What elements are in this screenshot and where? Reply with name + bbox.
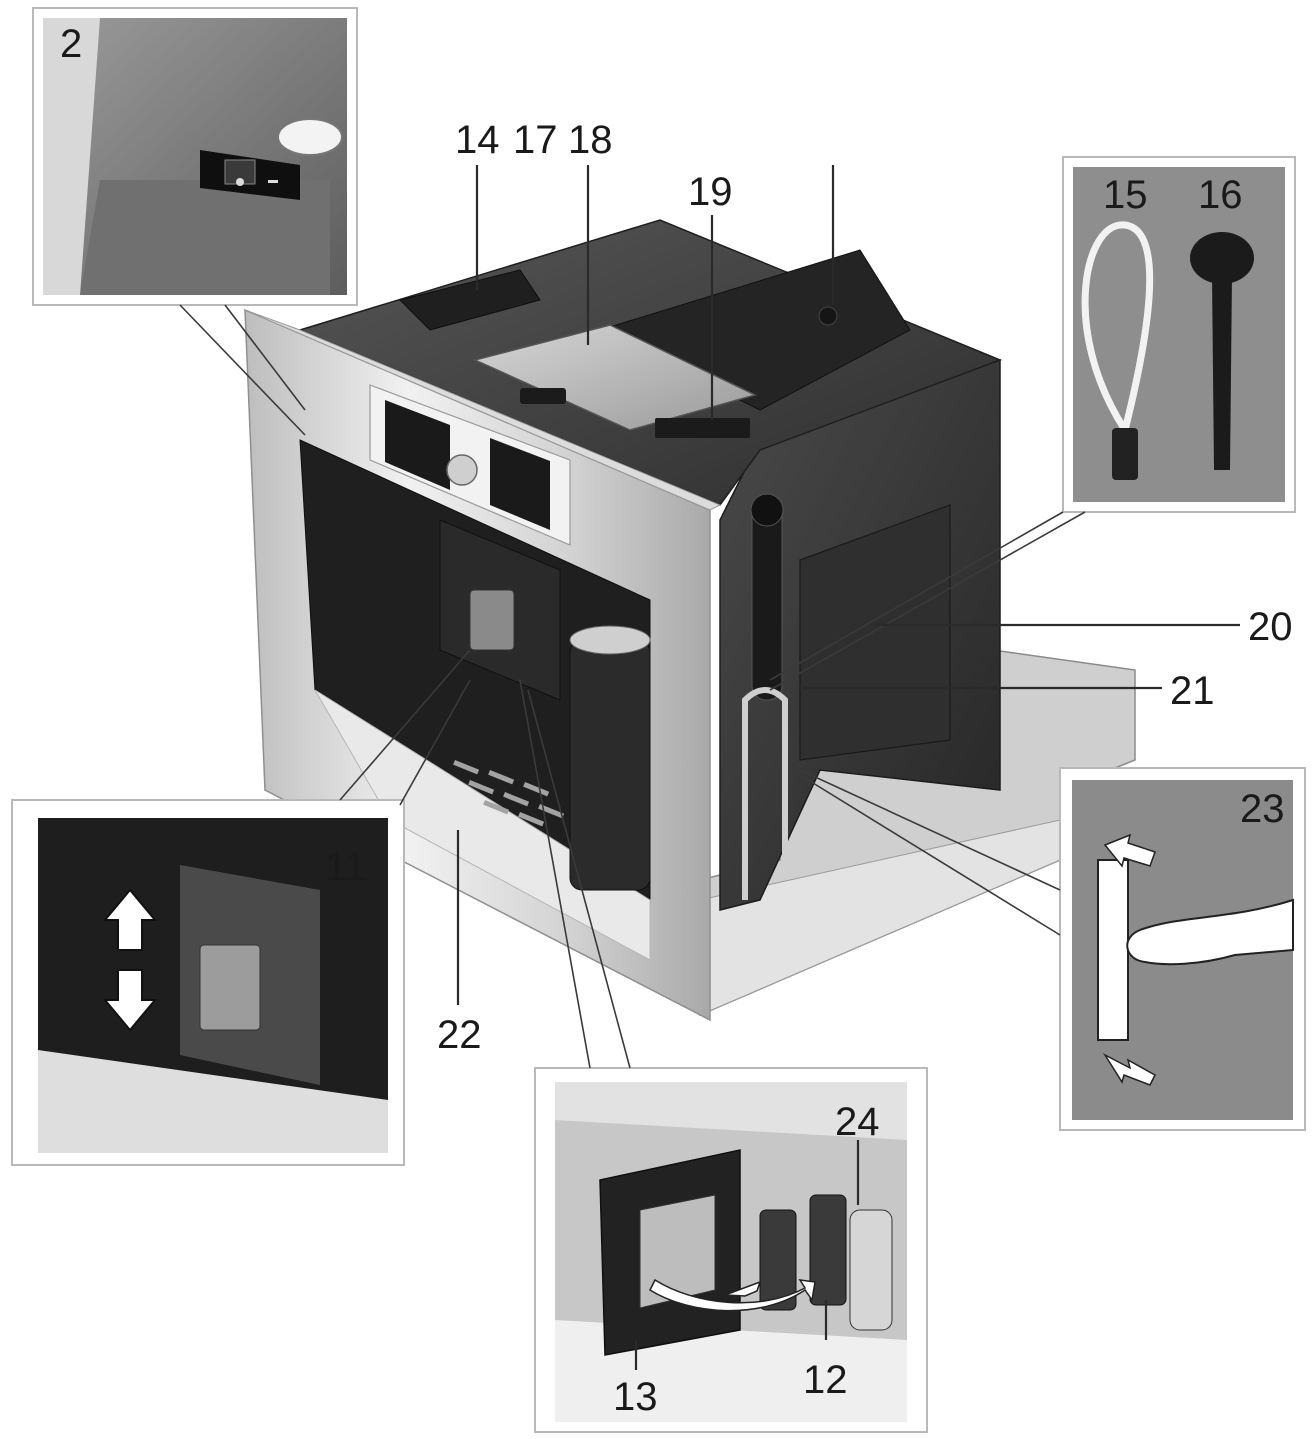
- frame-top-strip: [244, 309, 722, 511]
- callout-20: 20: [1248, 605, 1293, 649]
- inset-11-outlet: [199, 944, 261, 1031]
- stored-milk-tube: [742, 687, 788, 900]
- coffee-outlet-11[interactable]: [469, 589, 515, 651]
- milk-container: [569, 639, 651, 891]
- milk-tube-connector: [1112, 428, 1138, 480]
- side-recessed-panel: [799, 504, 951, 761]
- cavity-floor: [314, 689, 651, 961]
- connector-lines: [179, 165, 1240, 1370]
- milk-tube-15: [1081, 221, 1154, 432]
- callout-21: 21: [1170, 669, 1215, 713]
- callout-17: 17: [513, 118, 558, 162]
- inset-accessories: [1062, 156, 1296, 513]
- drip-tray-grid: [453, 759, 565, 827]
- inset-outlet-height: [11, 799, 405, 1166]
- callout-13: 13: [613, 1375, 658, 1419]
- inset-2-port: [277, 118, 343, 156]
- stored-scoop-head: [750, 493, 784, 527]
- drawer-handle-19: [655, 418, 750, 438]
- callout-16: 16: [1198, 173, 1243, 217]
- inset-outlet-detail: [534, 1067, 928, 1433]
- callout-14: 14: [455, 118, 500, 162]
- bean-container-slot: [399, 269, 541, 331]
- callout-labels: 2 14 17 18 19 15 16 20 21 11 22 23 24 13…: [60, 22, 1293, 1419]
- hand-icon: [1126, 898, 1294, 966]
- callout-2: 2: [60, 22, 82, 66]
- water-tank-lid: [472, 324, 758, 431]
- scoop-16-bowl: [1190, 232, 1254, 284]
- rotary-knob[interactable]: [446, 454, 478, 486]
- nozzle-12-right[interactable]: [809, 1194, 847, 1306]
- display-right[interactable]: [490, 438, 550, 530]
- top-button: [818, 306, 838, 326]
- slide-arrow-icon: [1102, 833, 1156, 1086]
- inset-accessories-image: [1073, 167, 1285, 502]
- stored-scoop-slot: [751, 499, 783, 701]
- machine-main: [244, 219, 1136, 1022]
- display-left[interactable]: [385, 400, 450, 490]
- rotate-arrow-icon: [649, 1278, 816, 1312]
- inset-power-switch: [32, 7, 358, 306]
- callout-24: 24: [835, 1100, 880, 1144]
- up-down-arrow-icon: [102, 888, 158, 1032]
- inset-side-filter: [1059, 767, 1306, 1131]
- scoop-16-handle: [1212, 275, 1232, 470]
- milk-container-top: [569, 625, 651, 655]
- callout-11: 11: [325, 845, 367, 889]
- callout-12: 12: [803, 1358, 848, 1402]
- callout-15: 15: [1103, 173, 1148, 217]
- inset-23-slot: [1097, 859, 1129, 1041]
- nozzle-12-left[interactable]: [759, 1209, 797, 1311]
- callout-18: 18: [568, 118, 613, 162]
- power-switch-icon[interactable]: [200, 150, 300, 200]
- tank-handle: [520, 388, 566, 404]
- callout-19: 19: [688, 170, 733, 214]
- callout-23: 23: [1240, 787, 1285, 831]
- callout-22: 22: [437, 1013, 482, 1057]
- milk-connector-24[interactable]: [849, 1209, 893, 1331]
